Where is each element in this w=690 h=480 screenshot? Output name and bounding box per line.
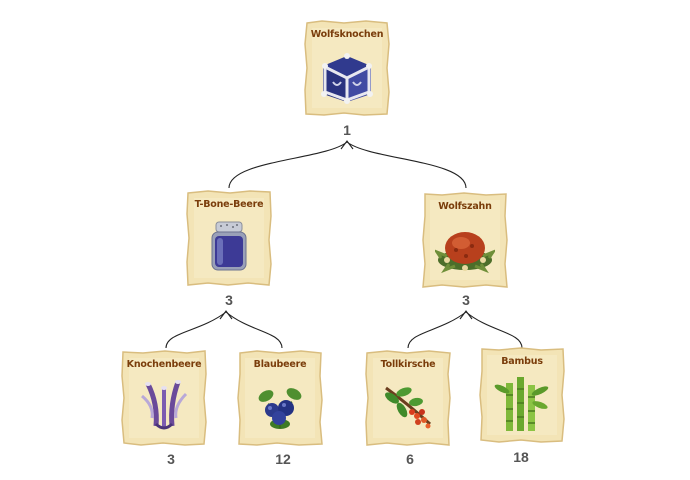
- connector-left-knochenbeere: [165, 311, 227, 349]
- item-name: Knochenbeere: [126, 359, 202, 370]
- item-card-bambus[interactable]: Bambus: [479, 347, 565, 443]
- jam-jar-icon: [211, 221, 247, 271]
- parchment-background: [237, 350, 323, 446]
- connector-root-right: [346, 141, 467, 189]
- bone-chest-icon: [321, 53, 373, 104]
- item-name: Wolfsknochen: [310, 29, 384, 40]
- connector-right-tollkirsche: [407, 311, 467, 349]
- item-name: Blaubeere: [253, 359, 307, 370]
- item-card-blaubeere[interactable]: Blaubeere: [237, 350, 323, 446]
- item-count-wolfszahn: 3: [462, 292, 470, 308]
- item-count-wolfsknochen: 1: [343, 122, 351, 138]
- bone-berry-plant-icon: [141, 380, 188, 430]
- item-name: Wolfszahn: [438, 201, 492, 212]
- item-count-blaubeere: 12: [275, 451, 291, 467]
- item-card-wolfsknochen[interactable]: Wolfsknochen: [304, 20, 390, 116]
- connector-root-left: [228, 141, 348, 189]
- item-count-tollkirsche: 6: [406, 451, 414, 467]
- belladonna-branch-icon: [385, 386, 432, 429]
- item-count-bambus: 18: [513, 449, 529, 465]
- connector-right-bambus: [465, 311, 523, 349]
- blueberry-icon: [258, 388, 302, 429]
- item-count-t-bone-beere: 3: [225, 292, 233, 308]
- item-card-wolfszahn[interactable]: Wolfszahn: [422, 192, 508, 288]
- item-count-knochenbeere: 3: [167, 451, 175, 467]
- item-card-t-bone-beere[interactable]: T-Bone-Beere: [186, 190, 272, 286]
- item-card-knochenbeere[interactable]: Knochenbeere: [121, 350, 207, 446]
- item-name: T-Bone-Beere: [194, 199, 264, 210]
- bamboo-icon: [494, 377, 549, 431]
- item-name: Bambus: [501, 356, 543, 367]
- item-card-tollkirsche[interactable]: Tollkirsche: [365, 350, 451, 446]
- connector-left-blaubeere: [225, 311, 283, 349]
- item-name: Tollkirsche: [380, 359, 436, 370]
- meat-dish-icon: [435, 232, 495, 274]
